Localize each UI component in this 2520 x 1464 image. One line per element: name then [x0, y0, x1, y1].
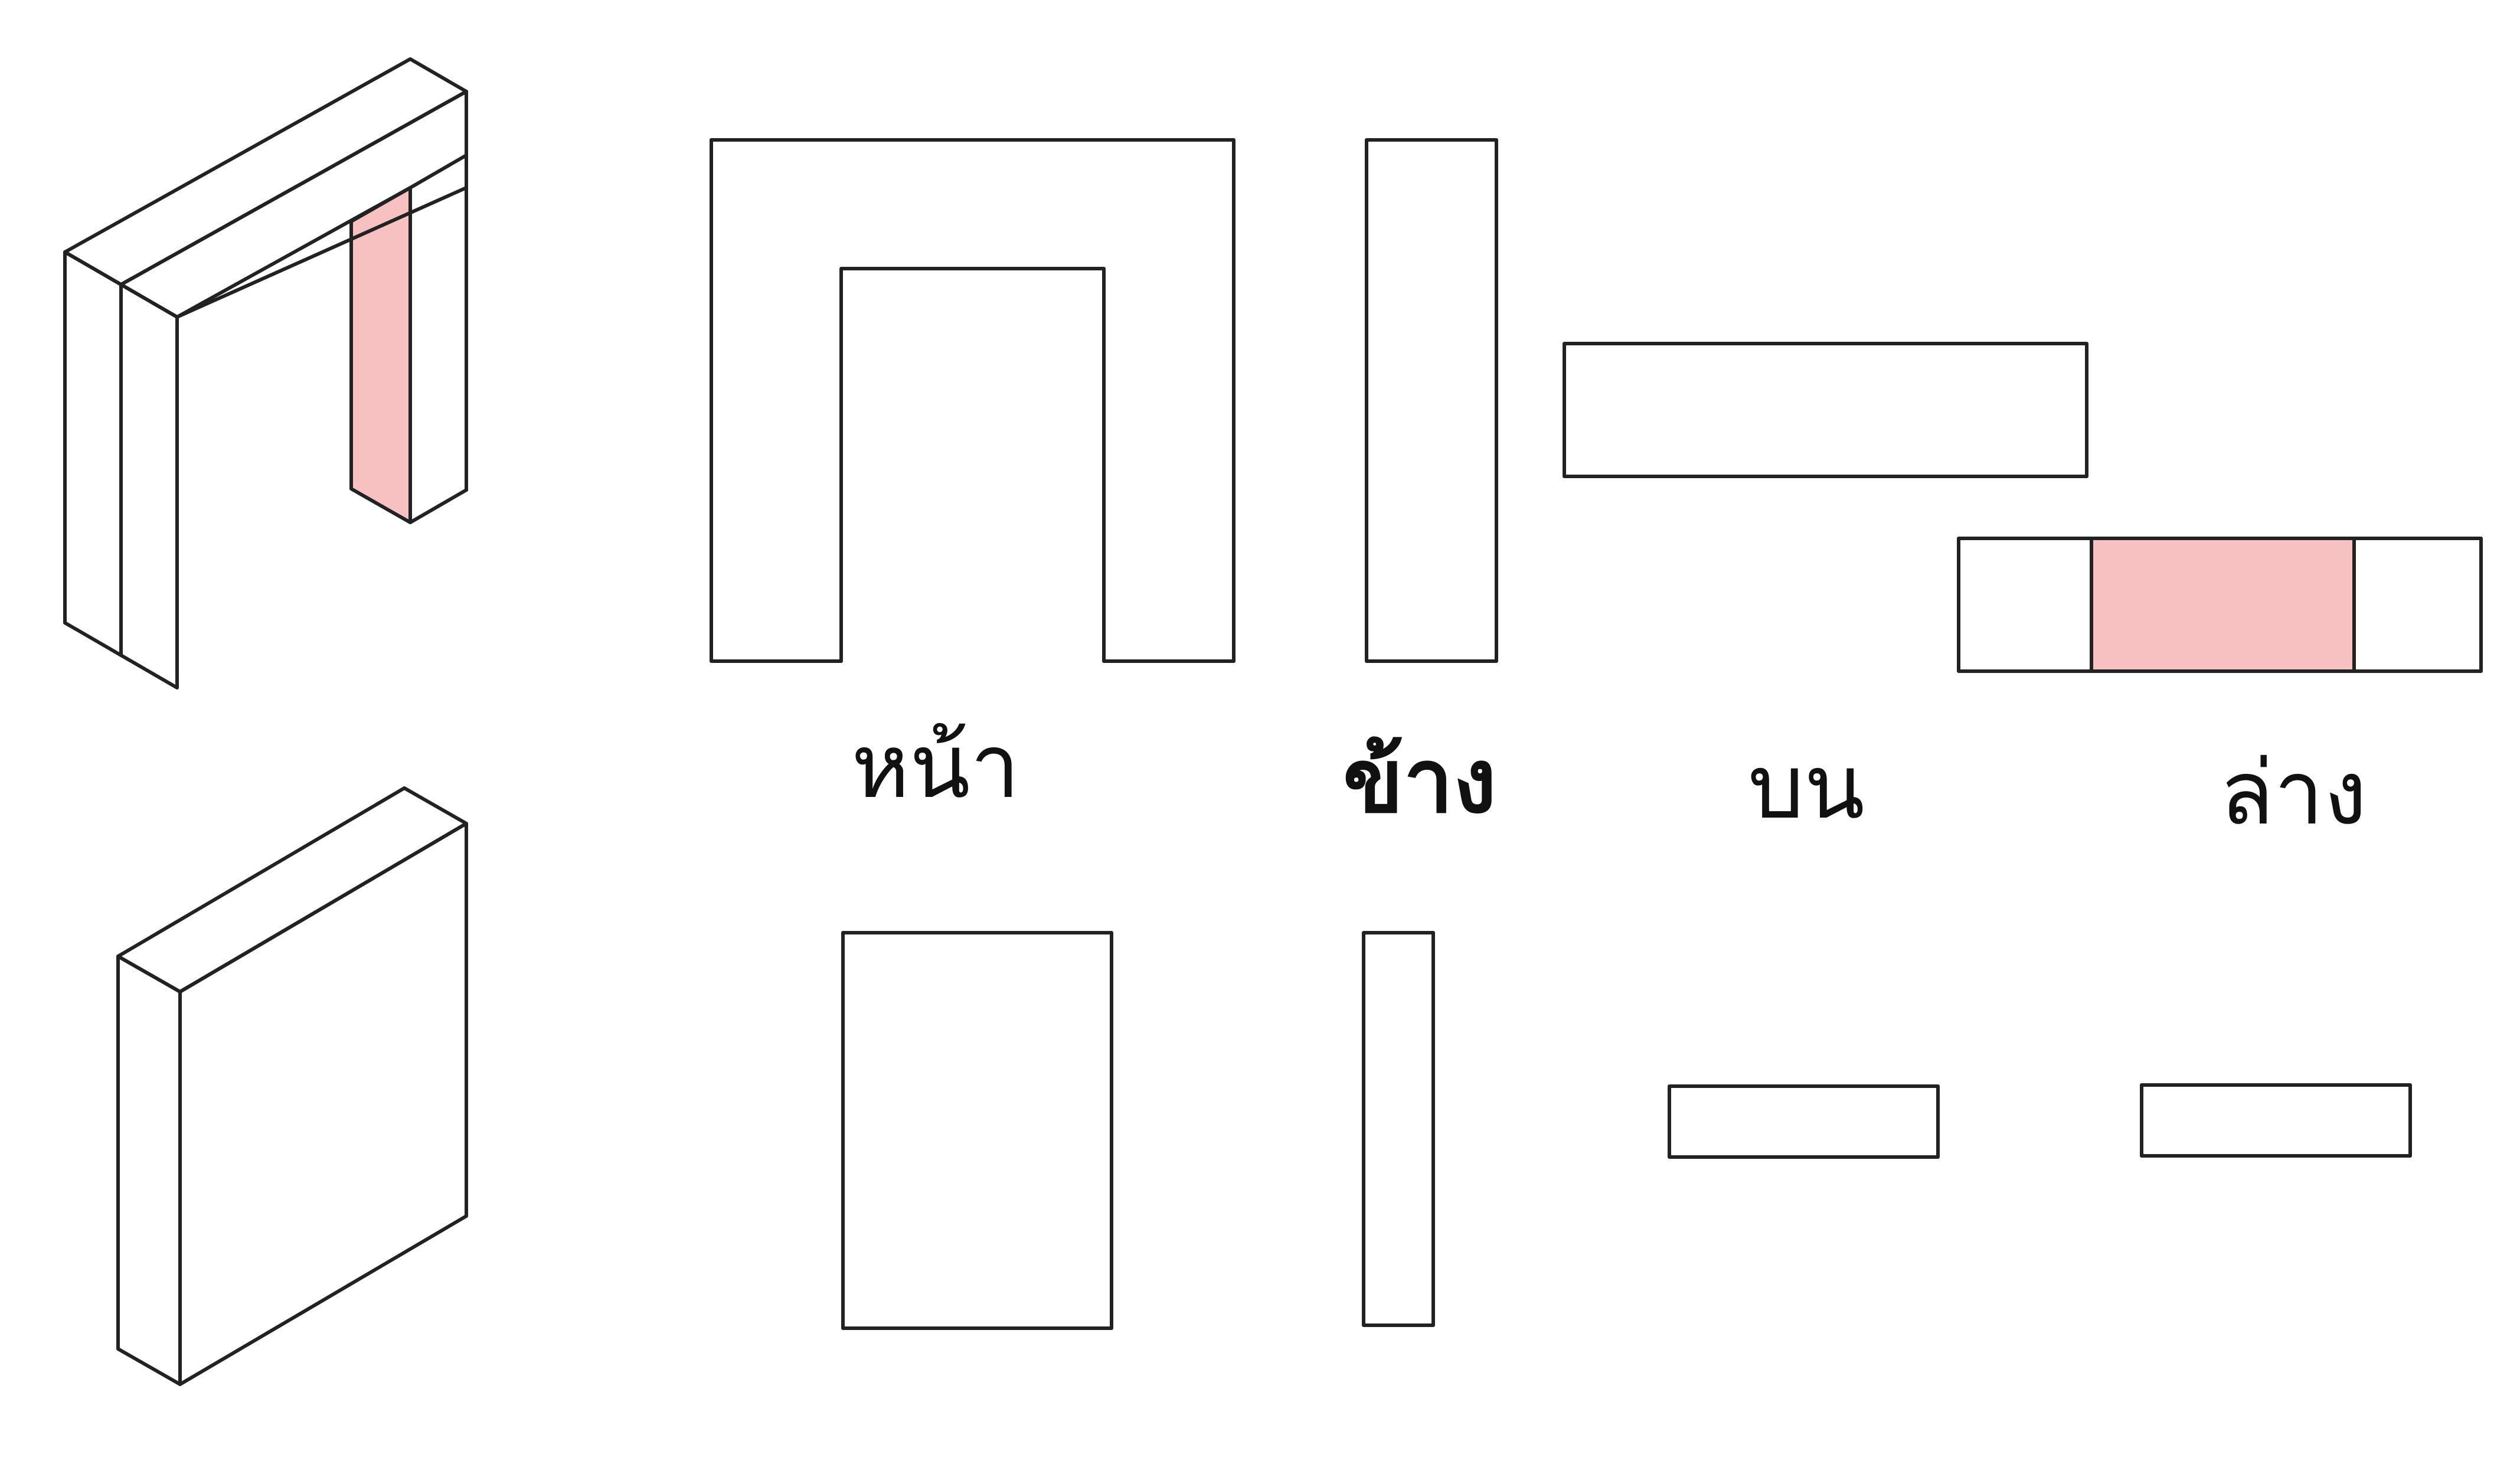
slab-side-view: [1362, 931, 1435, 1327]
arch-left-leg-front: [119, 283, 179, 689]
label-bottom: ล่าง: [2220, 742, 2367, 845]
label-top: บน: [1748, 736, 1865, 839]
slab-bottom-view: [2140, 1083, 2412, 1158]
arch-top-view: [1563, 342, 2088, 478]
arch-side-view: [1365, 138, 1498, 663]
arch-front-view: [710, 138, 1236, 663]
slab-front-view: [841, 931, 1113, 1330]
arch-inner-face-highlight: [349, 186, 412, 524]
slab-top-view: [1668, 1084, 1940, 1159]
slab-top-face: [116, 786, 468, 994]
arch-bottom-view: [1957, 537, 2483, 673]
slab-front-face: [178, 822, 468, 1386]
label-side: ข้าง: [1343, 730, 1496, 833]
arch-bottom-view-highlight: [2090, 537, 2356, 673]
arch-left-leg-side: [63, 250, 123, 657]
slab-isometric-sketch: [116, 786, 468, 1386]
slab-side-face: [116, 955, 182, 1386]
arch-isometric-sketch: [63, 57, 468, 689]
label-front: หน้า: [851, 715, 1020, 818]
